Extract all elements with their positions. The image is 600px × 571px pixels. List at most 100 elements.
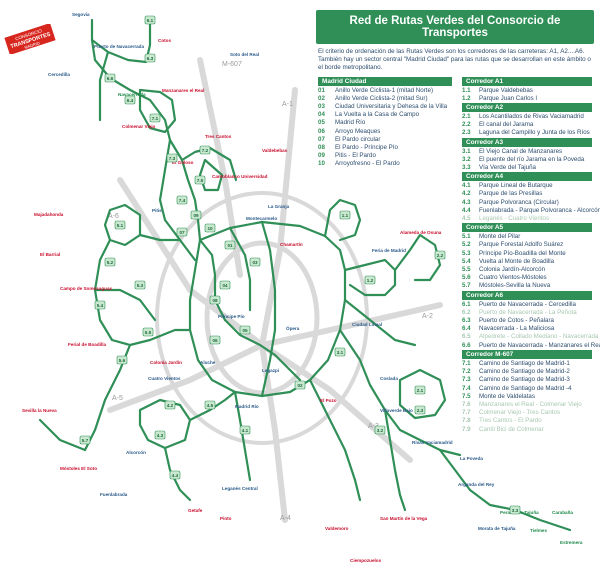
place-alcorcon: Alcorcón — [126, 450, 146, 455]
route-code: 7.7 — [462, 409, 471, 417]
route-badge-6-3[interactable]: 6.3 — [144, 53, 156, 63]
route-badge-3-1[interactable]: 3.1 — [334, 347, 346, 357]
route-badge-4-2[interactable]: 4.2 — [164, 400, 176, 410]
route-badge-06[interactable]: 06 — [209, 335, 221, 345]
route-badge-5-5[interactable]: 5.5 — [142, 327, 154, 337]
place-pinto: Pinto — [220, 516, 232, 521]
route-badge-02[interactable]: 02 — [294, 380, 306, 390]
route-badge-3-2[interactable]: 3.2 — [374, 425, 386, 435]
route-code: 4.1 — [462, 182, 471, 190]
route-badge-2-2[interactable]: 2.2 — [434, 250, 446, 260]
section-header-corredor-a5: Corredor A5 — [462, 223, 592, 233]
route-badge-7-3[interactable]: 7.3 — [166, 153, 178, 163]
route-badge-03[interactable]: 03 — [249, 257, 261, 267]
place-morata: Morata de Tajuña — [478, 526, 516, 531]
route-badge-4-5[interactable]: 4.5 — [204, 400, 216, 410]
route-badge-5-6[interactable]: 5.6 — [116, 355, 128, 365]
route-badge-6-6[interactable]: 6.6 — [104, 73, 116, 83]
highway-a3 — [259, 342, 413, 463]
route-badge-2-1[interactable]: 2.1 — [414, 385, 426, 395]
route-badge-1-2[interactable]: 1.2 — [364, 275, 376, 285]
route-badge-5-1[interactable]: 5.1 — [114, 220, 126, 230]
route-badge-2-3[interactable]: 2.3 — [414, 405, 426, 415]
route-badge-6-1[interactable]: 6.1 — [144, 15, 156, 25]
route-badge-7-4[interactable]: 7.4 — [176, 195, 188, 205]
route-name: Puerto de Navacerrada - Manzanares el Re… — [479, 341, 600, 349]
route-badge-7-5[interactable]: 7.5 — [194, 175, 206, 185]
route-badge-04[interactable]: 04 — [219, 280, 231, 290]
route-code: 3.3 — [462, 164, 471, 172]
svg-text:4.2: 4.2 — [167, 403, 174, 408]
place-la-granja: La Granja — [268, 204, 290, 209]
route-badge-6-4[interactable]: 6.4 — [124, 95, 136, 105]
route-badge-10[interactable]: 10 — [204, 223, 216, 233]
route-badge-08[interactable]: 08 — [209, 295, 221, 305]
place-leganes: Leganés Central — [222, 486, 258, 491]
place-mostoles: Móstoles El Soto — [60, 466, 97, 471]
route-badge-3-3[interactable]: 3.3 — [509, 505, 521, 515]
route-badge-09[interactable]: 09 — [190, 210, 202, 220]
route-badge-5-2[interactable]: 5.2 — [104, 257, 116, 267]
route-badge-4-4[interactable]: 4.4 — [169, 470, 181, 480]
route-4-leganes — [188, 390, 237, 422]
route-badge-7-1[interactable]: 7.1 — [149, 113, 161, 123]
route-badge-5-7[interactable]: 5.7 — [79, 435, 91, 445]
route-badge-1-1[interactable]: 1.1 — [339, 210, 351, 220]
route-badge-4-3[interactable]: 4.3 — [154, 430, 166, 440]
route-badge-7-2[interactable]: 7.2 — [199, 145, 211, 155]
route-3-tajuna — [438, 448, 572, 532]
route-badge-07[interactable]: 07 — [176, 227, 188, 237]
route-badge-5-3[interactable]: 5.3 — [134, 280, 146, 290]
route-badge-01[interactable]: 01 — [224, 240, 236, 250]
route-badge-5-4[interactable]: 5.4 — [94, 300, 106, 310]
route-badge-4-1[interactable]: 4.1 — [239, 425, 251, 435]
road-label-a2: A-2 — [422, 313, 433, 320]
route-badge-05[interactable]: 05 — [239, 325, 251, 335]
